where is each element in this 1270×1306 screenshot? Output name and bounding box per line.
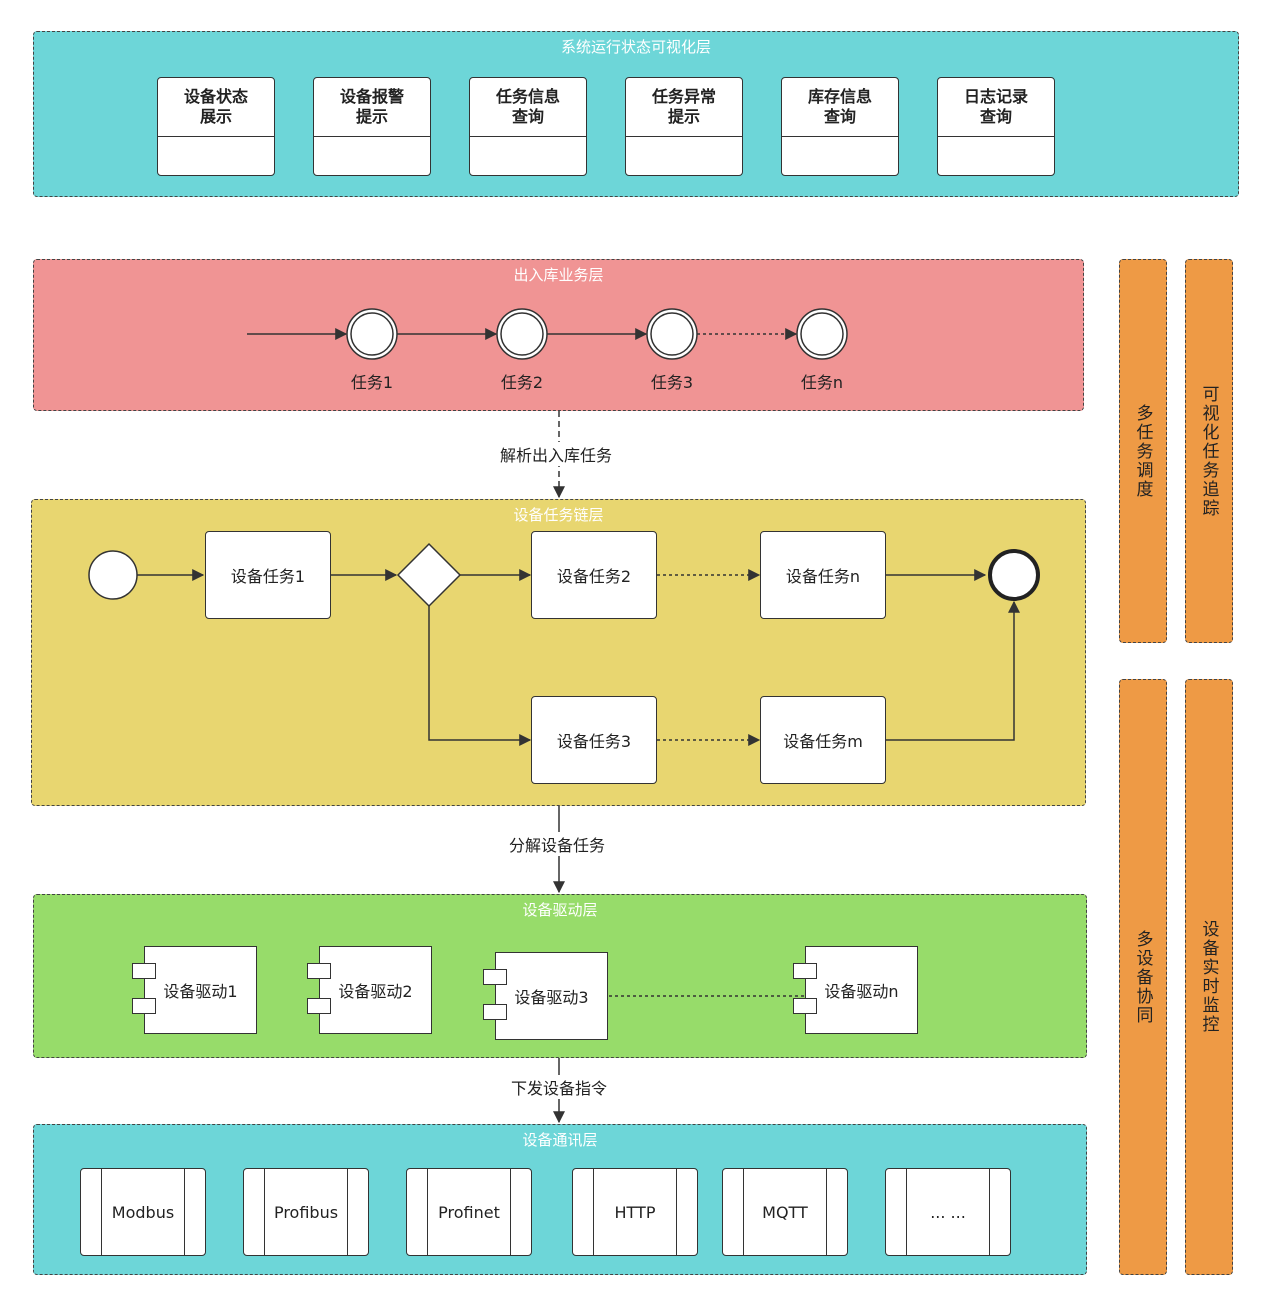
- card-log-query: 日志记录查询: [937, 77, 1055, 176]
- business-task-label-2: 任务2: [500, 373, 544, 392]
- driver-label: 设备驱动1: [163, 982, 238, 1001]
- protocol-mqtt: MQTT: [722, 1168, 848, 1256]
- chain-end-event: [988, 549, 1040, 601]
- business-task-label-1: 任务1: [350, 373, 394, 392]
- card-title-line1: 任务异常: [651, 87, 716, 106]
- chain-task-n: 设备任务n: [760, 531, 886, 619]
- driver-3-port-bottom: [483, 1004, 507, 1020]
- driver-label: 设备驱动2: [338, 982, 413, 1001]
- card-title-line2: 查询: [511, 107, 544, 126]
- card-task-info: 任务信息查询: [469, 77, 587, 176]
- card-title-line2: 展示: [199, 107, 232, 126]
- side-multi-task-scheduling: 多任务调度: [1119, 259, 1167, 643]
- driver-2-port-bottom: [307, 998, 331, 1014]
- protocol-modbus: Modbus: [80, 1168, 206, 1256]
- business-layer-title: 出入库业务层: [513, 266, 604, 284]
- edge-label-decompose: 分解设备任务: [505, 832, 610, 856]
- side-label: 可视化任务追踪: [1198, 384, 1219, 518]
- driver-2-port-top: [307, 963, 331, 979]
- driver-label: 设备驱动3: [514, 988, 589, 1007]
- side-label: 设备实时监控: [1198, 920, 1219, 1034]
- driver-layer-title: 设备驱动层: [522, 901, 598, 919]
- driver-1-port-bottom: [132, 998, 156, 1014]
- business-task-node-2: [496, 308, 548, 360]
- card-title-line1: 设备报警: [339, 87, 404, 106]
- business-task-node-n: [796, 308, 848, 360]
- business-task-label-n: 任务n: [800, 373, 844, 392]
- card-title-line1: 任务信息: [495, 87, 560, 106]
- card-title-line2: 查询: [823, 107, 856, 126]
- edge-label-command: 下发设备指令: [507, 1075, 612, 1099]
- card-task-exception: 任务异常提示: [625, 77, 743, 176]
- business-task-node-3: [646, 308, 698, 360]
- business-task-node-1: [346, 308, 398, 360]
- side-multi-device-coordination: 多设备协同: [1119, 679, 1167, 1275]
- business-task-label-3: 任务3: [650, 373, 694, 392]
- driver-1-port-top: [132, 963, 156, 979]
- card-title-line1: 库存信息: [807, 87, 872, 106]
- card-title-line2: 查询: [979, 107, 1012, 126]
- driver-n: 设备驱动n: [805, 946, 918, 1034]
- driver-3-port-top: [483, 969, 507, 985]
- side-device-realtime-monitor: 设备实时监控: [1185, 679, 1233, 1275]
- chain-arrow-gateway-task3: [428, 606, 532, 746]
- card-device-status: 设备状态展示: [157, 77, 275, 176]
- protocol-more: ... ...: [885, 1168, 1011, 1256]
- comm-layer-title: 设备通讯层: [522, 1131, 598, 1149]
- chain-task-1: 设备任务1: [205, 531, 331, 619]
- chain-gateway: [396, 542, 462, 608]
- business-layer: 出入库业务层: [33, 259, 1084, 411]
- side-label: 多设备协同: [1132, 929, 1153, 1025]
- protocol-profibus: Profibus: [243, 1168, 369, 1256]
- driver-2: 设备驱动2: [319, 946, 432, 1034]
- side-visual-task-tracking: 可视化任务追踪: [1185, 259, 1233, 643]
- driver-label: 设备驱动n: [824, 982, 899, 1001]
- chain-task-2: 设备任务2: [531, 531, 657, 619]
- card-inventory-info: 库存信息查询: [781, 77, 899, 176]
- driver-3: 设备驱动3: [495, 952, 608, 1040]
- driver-n-port-bottom: [793, 998, 817, 1014]
- protocol-profinet: Profinet: [406, 1168, 532, 1256]
- chain-task-3: 设备任务3: [531, 696, 657, 784]
- card-device-alarm: 设备报警提示: [313, 77, 431, 176]
- chain-task-m: 设备任务m: [760, 696, 886, 784]
- driver-n-port-top: [793, 963, 817, 979]
- chain-start-event: [88, 550, 138, 600]
- chain-arrow-taskm-end: [886, 600, 1020, 741]
- card-title-line2: 提示: [355, 107, 388, 126]
- card-title-line1: 设备状态: [183, 87, 248, 106]
- protocol-http: HTTP: [572, 1168, 698, 1256]
- side-label: 多任务调度: [1132, 403, 1153, 499]
- driver-1: 设备驱动1: [144, 946, 257, 1034]
- card-title-line1: 日志记录: [963, 87, 1028, 106]
- visual-layer-title: 系统运行状态可视化层: [560, 38, 711, 56]
- edge-label-parse: 解析出入库任务: [496, 442, 617, 466]
- task-chain-layer-title: 设备任务链层: [513, 506, 604, 524]
- card-title-line2: 提示: [667, 107, 700, 126]
